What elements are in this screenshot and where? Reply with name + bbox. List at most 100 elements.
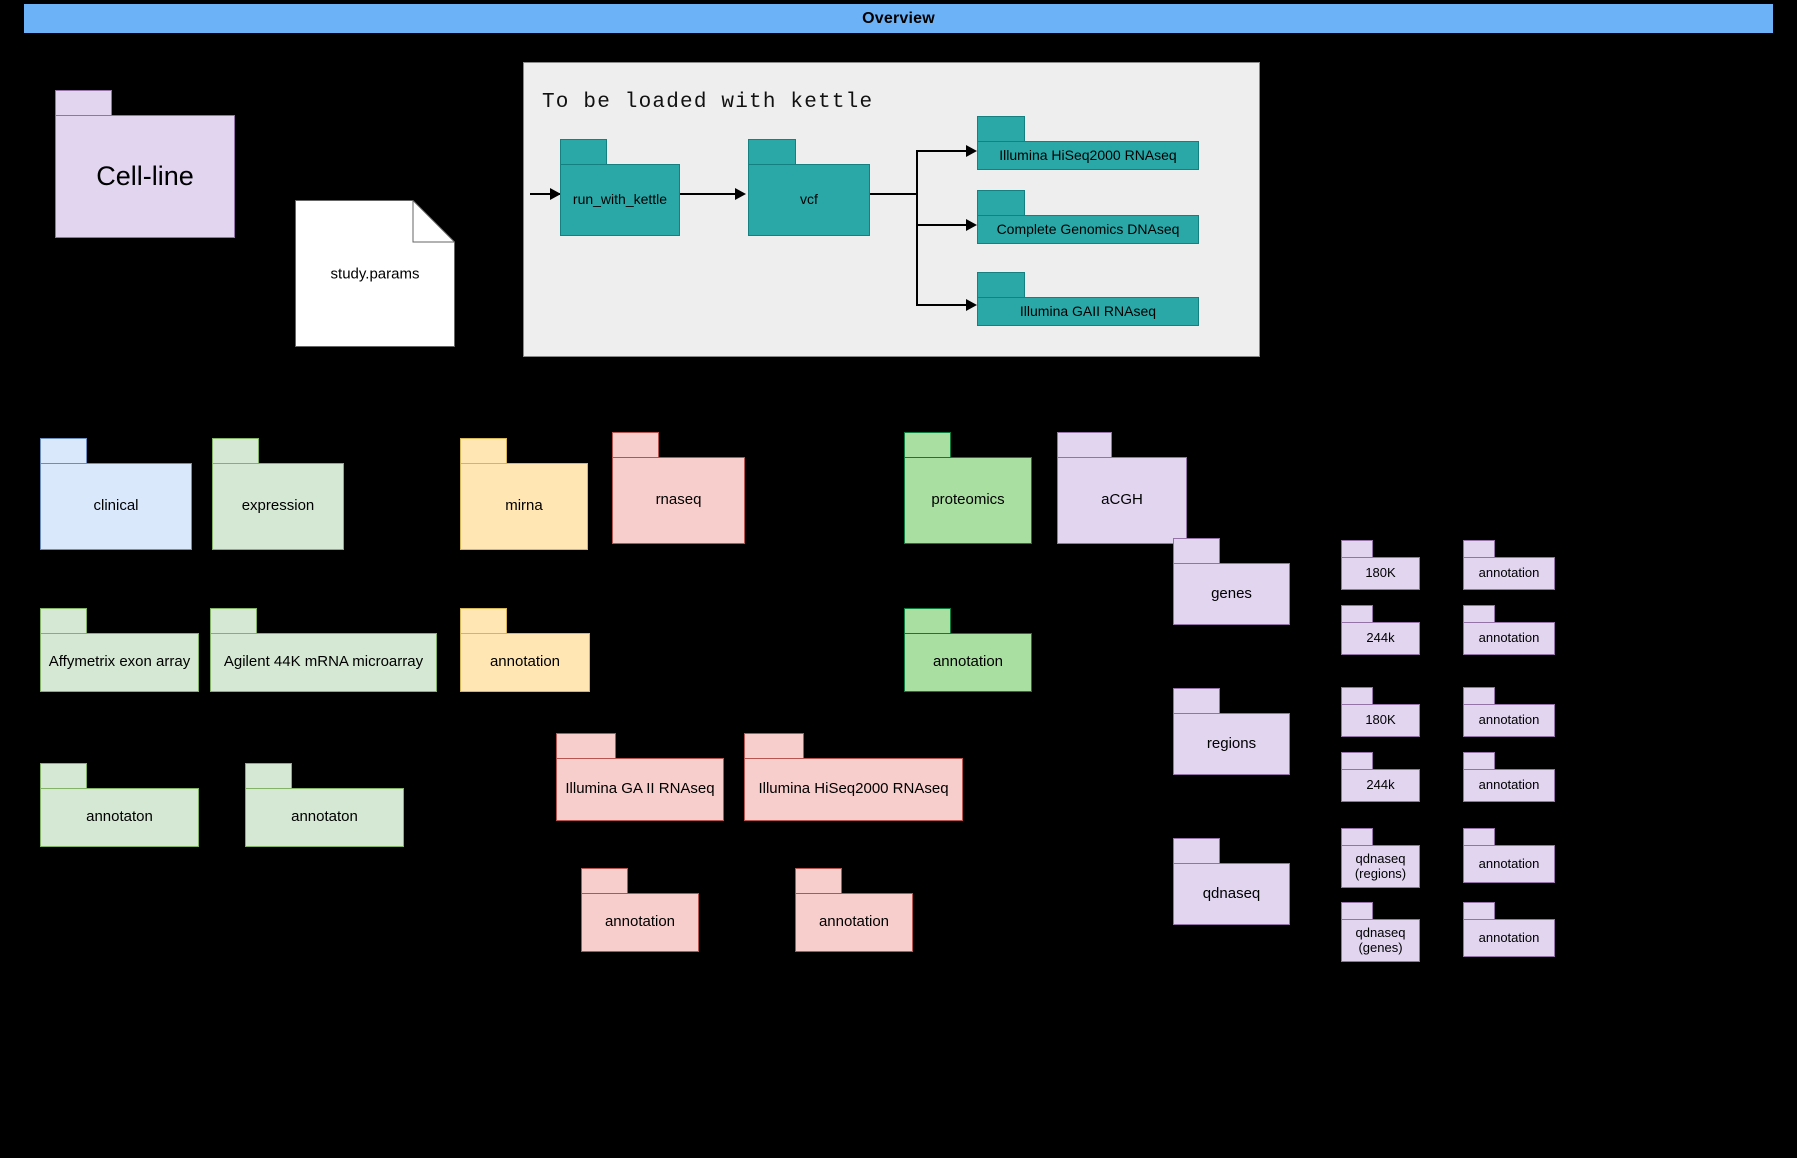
folder-annotation-180k-genes[interactable]: annotation — [1463, 540, 1555, 590]
folder-tab-icon — [40, 608, 87, 634]
folder-body: 244k — [1341, 769, 1420, 802]
folder-acgh[interactable]: aCGH — [1057, 432, 1187, 544]
folder-label: Illumina HiSeq2000 RNAseq — [999, 146, 1177, 163]
folder-tab-icon — [1463, 902, 1495, 920]
folder-body: Agilent 44K mRNA microarray — [210, 633, 437, 692]
folder-label: Complete Genomics DNAseq — [996, 220, 1180, 237]
folder-tab-icon — [1341, 687, 1373, 705]
folder-tab-icon — [977, 272, 1025, 298]
folder-run-with-kettle[interactable]: run_with_kettle — [560, 139, 680, 236]
folder-body: qdnaseq (genes) — [1341, 919, 1420, 962]
folder-label: qdnaseq (genes) — [1355, 924, 1406, 955]
folder-annotation-244k-genes[interactable]: annotation — [1463, 605, 1555, 655]
folder-tab-icon — [1463, 828, 1495, 846]
folder-platform-qdnaseq-regions[interactable]: qdnaseq (regions) — [1341, 828, 1420, 888]
connector-line — [916, 150, 968, 152]
folder-body: annotation — [581, 893, 699, 952]
folder-illumina-gaii-rnaseq[interactable]: Illumina GAII RNAseq — [977, 272, 1199, 326]
folder-tab-icon — [245, 763, 292, 789]
page-title: Overview — [862, 9, 935, 27]
folder-platform-244k-regions[interactable]: 244k — [1341, 752, 1420, 802]
folder-tab-icon — [744, 733, 804, 759]
panel-title: To be loaded with kettle — [542, 91, 874, 114]
folder-annotation-180k-regions[interactable]: annotation — [1463, 687, 1555, 737]
folder-label: annotation — [604, 913, 676, 931]
folder-regions[interactable]: regions — [1173, 688, 1290, 775]
folder-vcf[interactable]: vcf — [748, 139, 870, 236]
folder-cell-line[interactable]: Cell-line — [55, 90, 235, 238]
folder-platform-qdnaseq-genes[interactable]: qdnaseq (genes) — [1341, 902, 1420, 962]
folder-tab-icon — [40, 438, 87, 464]
folder-label: regions — [1206, 734, 1257, 752]
folder-label: annotation — [1478, 712, 1540, 728]
folder-label: Illumina GAII RNAseq — [1019, 302, 1157, 319]
folder-body: Illumina HiSeq2000 RNAseq — [977, 141, 1199, 170]
folder-tab-icon — [210, 608, 257, 634]
folder-label: Illumina GA II RNAseq — [565, 780, 715, 798]
connector-arrowhead-icon — [966, 145, 977, 157]
folder-label: 180K — [1365, 712, 1396, 728]
folder-hiseq2000-annotation[interactable]: annotation — [795, 868, 913, 952]
folder-annotation-244k-regions[interactable]: annotation — [1463, 752, 1555, 802]
folder-label: annotaton — [86, 808, 153, 826]
folder-mirna-annotation[interactable]: annotation — [460, 608, 590, 692]
folder-tab-icon — [748, 139, 796, 165]
folder-tab-icon — [460, 438, 507, 464]
folder-expression[interactable]: expression — [212, 438, 344, 550]
folder-mirna[interactable]: mirna — [460, 438, 588, 550]
connector-line — [530, 193, 564, 195]
folder-tab-icon — [55, 90, 112, 116]
folder-ga-ii-annotation[interactable]: annotation — [581, 868, 699, 952]
folder-tab-icon — [1341, 752, 1373, 770]
folder-label: clinical — [93, 497, 139, 515]
folder-genes[interactable]: genes — [1173, 538, 1290, 625]
folder-illumina-ga-ii-rnaseq[interactable]: Illumina GA II RNAseq — [556, 733, 724, 821]
folder-tab-icon — [1463, 605, 1495, 623]
document-study-params[interactable]: study.params — [295, 200, 455, 347]
connector-arrowhead-icon — [735, 188, 746, 200]
folder-label: annotation — [1478, 630, 1540, 646]
folder-label: annotation — [818, 913, 890, 931]
folder-illumina-hiseq2000-rnaseq[interactable]: Illumina HiSeq2000 RNAseq — [977, 116, 1199, 170]
folder-tab-icon — [1341, 902, 1373, 920]
folder-annotation-qdnaseq-genes[interactable]: annotation — [1463, 902, 1555, 957]
folder-label: expression — [241, 497, 315, 515]
connector-line — [916, 224, 968, 226]
folder-label: proteomics — [931, 491, 1005, 509]
folder-proteomics[interactable]: proteomics — [904, 432, 1032, 544]
folder-body: aCGH — [1057, 457, 1187, 544]
folder-annotation-qdnaseq-regions[interactable]: annotation — [1463, 828, 1555, 883]
folder-affymetrix-exon-array[interactable]: Affymetrix exon array — [40, 608, 199, 692]
folder-affymetrix-annotaton[interactable]: annotaton — [40, 763, 199, 847]
folder-label: mirna — [505, 497, 543, 515]
folder-body: annotation — [1463, 622, 1555, 655]
folder-body: mirna — [460, 463, 588, 550]
folder-label: qdnaseq (regions) — [1354, 850, 1407, 881]
folder-qdnaseq[interactable]: qdnaseq — [1173, 838, 1290, 925]
folder-label: vcf — [800, 191, 818, 208]
folder-label: 244k — [1366, 630, 1395, 646]
connector-line — [680, 193, 735, 195]
folder-platform-244k-genes[interactable]: 244k — [1341, 605, 1420, 655]
folder-tab-icon — [904, 432, 951, 458]
folder-proteomics-annotation[interactable]: annotation — [904, 608, 1032, 692]
folder-label: annotation — [1478, 929, 1540, 945]
folder-rnaseq[interactable]: rnaseq — [612, 432, 745, 544]
folder-platform-180k-regions[interactable]: 180K — [1341, 687, 1420, 737]
folder-platform-180k-genes[interactable]: 180K — [1341, 540, 1420, 590]
folder-complete-genomics-dnaseq[interactable]: Complete Genomics DNAseq — [977, 190, 1199, 244]
folder-body: annotation — [795, 893, 913, 952]
folder-tab-icon — [1463, 540, 1495, 558]
folder-tab-icon — [612, 432, 659, 458]
folder-body: 180K — [1341, 557, 1420, 590]
folder-body: qdnaseq — [1173, 863, 1290, 925]
folder-body: annotation — [1463, 704, 1555, 737]
folder-agilent-annotaton[interactable]: annotaton — [245, 763, 404, 847]
folder-clinical[interactable]: clinical — [40, 438, 192, 550]
folder-label: Cell-line — [96, 161, 194, 192]
folder-body: Illumina HiSeq2000 RNAseq — [744, 758, 963, 821]
folder-illumina-hiseq2000-rnaseq-child[interactable]: Illumina HiSeq2000 RNAseq — [744, 733, 963, 821]
connector-arrowhead-icon — [966, 299, 977, 311]
folder-tab-icon — [1057, 432, 1112, 458]
folder-agilent-44k-mrna-microarray[interactable]: Agilent 44K mRNA microarray — [210, 608, 437, 692]
